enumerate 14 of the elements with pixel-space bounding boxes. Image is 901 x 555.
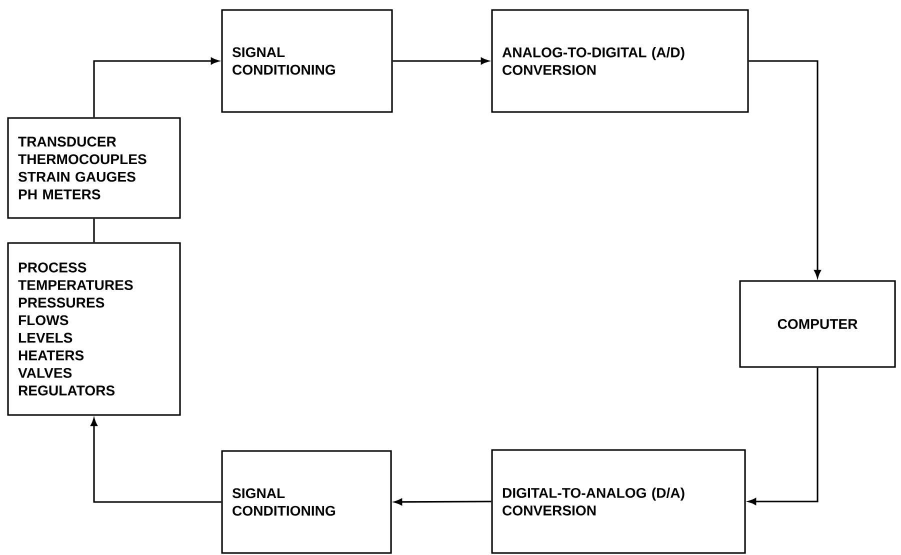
process-box: COMPUTER (739, 280, 896, 368)
arrow (93, 58, 219, 118)
process-box: DIGITAL-TO-ANALOG (D/A) CONVERSION (491, 449, 746, 554)
arrow (90, 418, 222, 503)
process-box: PROCESS TEMPERATURES PRESSURES FLOWS LEVELS HEATERS VALVES REGULATORS (7, 242, 181, 416)
process-box: TRANSDUCER THERMOCOUPLES STRAIN GAUGES PH METERS (7, 117, 181, 219)
arrow (748, 60, 821, 278)
arrow (748, 368, 818, 505)
connector-line (93, 218, 95, 242)
process-box: ANALOG-TO-DIGITAL (A/D) CONVERSION (491, 9, 749, 113)
process-box: SIGNAL CONDITIONING (221, 9, 393, 113)
process-box: SIGNAL CONDITIONING (221, 450, 392, 554)
arrow (394, 498, 492, 506)
arrow (392, 58, 489, 64)
